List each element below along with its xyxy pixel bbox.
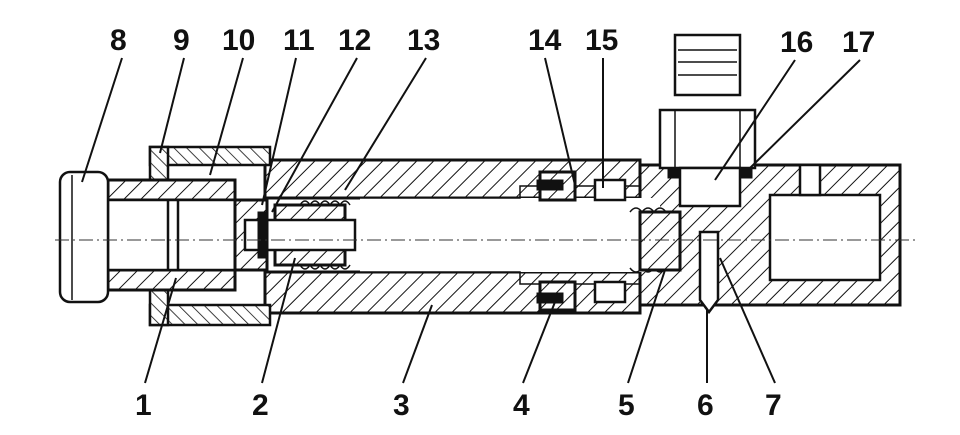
leader-lines-top (81, 57, 861, 213)
callout-16: 16 (780, 26, 813, 59)
callout-12: 12 (338, 24, 371, 57)
callout-4: 4 (513, 389, 530, 422)
callout-11: 11 (283, 24, 315, 57)
hose-coupler (658, 33, 757, 208)
callout-2: 2 (252, 389, 269, 422)
callouts-top: 8 9 10 11 12 13 14 15 16 17 (110, 24, 875, 59)
callout-9: 9 (173, 24, 190, 57)
callout-14: 14 (528, 24, 562, 57)
end-knob (58, 170, 110, 304)
callout-17: 17 (842, 26, 875, 59)
cylinder-housing (263, 158, 902, 315)
plunger-rod (106, 178, 269, 292)
callout-13: 13 (407, 24, 440, 57)
callout-8: 8 (110, 24, 127, 57)
callout-6: 6 (697, 389, 714, 422)
callout-3: 3 (393, 389, 410, 422)
leader-lines-bottom (144, 257, 776, 384)
callout-15: 15 (585, 24, 618, 57)
main-piston (536, 170, 720, 315)
callout-7: 7 (765, 389, 782, 422)
callout-1: 1 (135, 389, 152, 422)
callouts-bottom: 1 2 3 4 5 6 7 (135, 389, 782, 422)
callout-5: 5 (618, 389, 635, 422)
inner-piston (243, 200, 357, 270)
callout-10: 10 (222, 24, 255, 57)
